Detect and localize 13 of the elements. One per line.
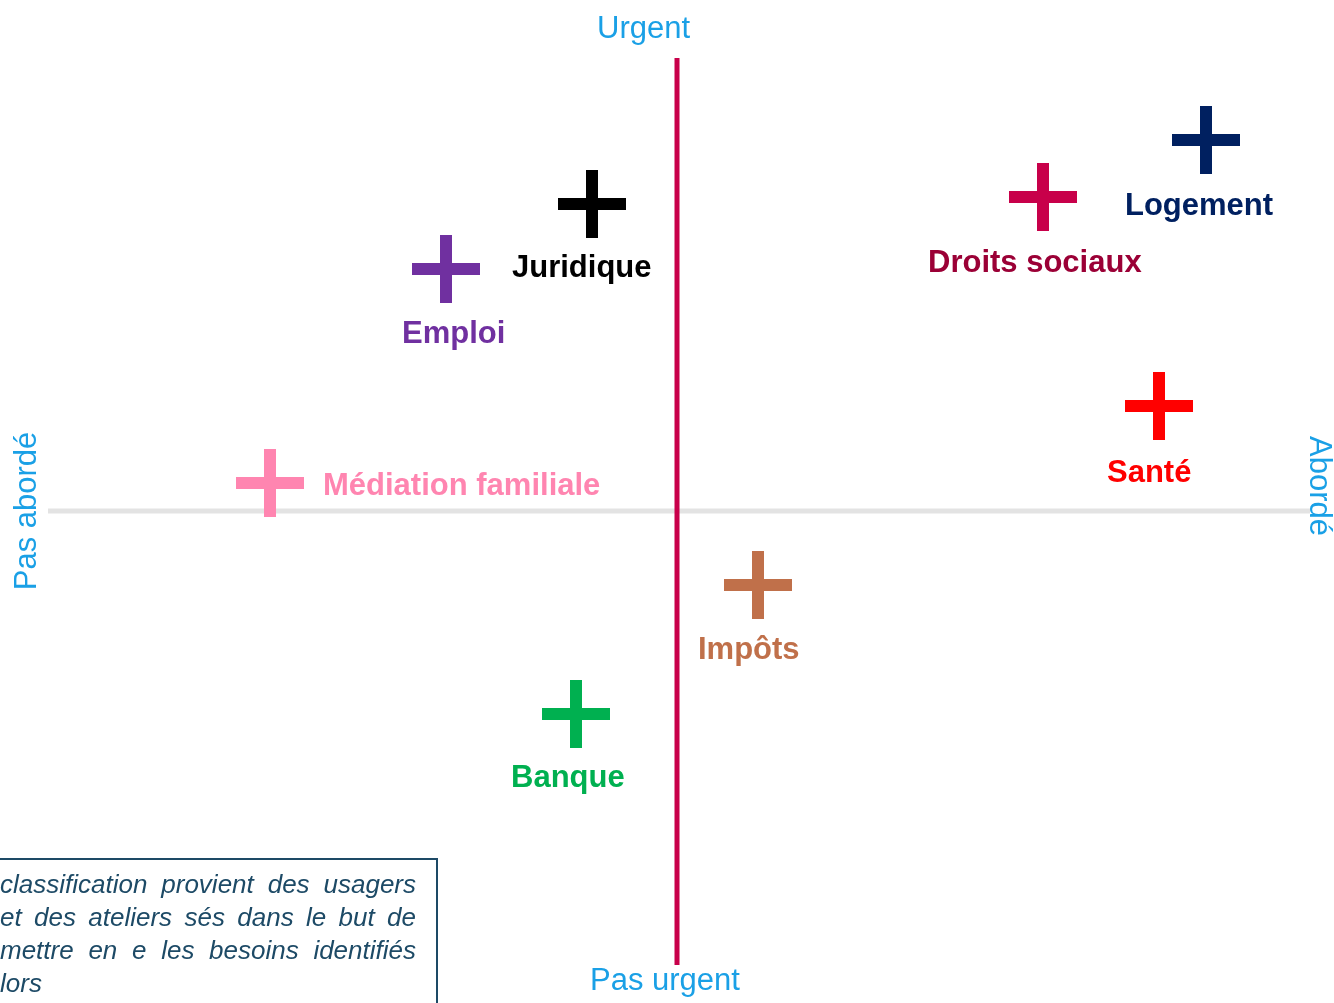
axis-label: Pas abordé <box>9 431 41 591</box>
category-label: Droits sociaux <box>928 246 1142 277</box>
category-label: Emploi <box>402 317 506 348</box>
category-label: Santé <box>1107 456 1192 487</box>
note-text: classification provient des usagers et des ateliers sés dans le but de mettre en e les besoins identifiés lors <box>0 868 416 1000</box>
category-label: Médiation familiale <box>323 469 601 500</box>
category-label: Juridique <box>512 251 652 282</box>
category-label: Logement <box>1125 189 1274 220</box>
axis-label: Abordé <box>1304 436 1334 536</box>
axis-label: Urgent <box>597 12 691 43</box>
axis-label: Pas urgent <box>590 964 740 995</box>
category-label: Banque <box>511 761 625 792</box>
category-label: Impôts <box>698 633 800 664</box>
